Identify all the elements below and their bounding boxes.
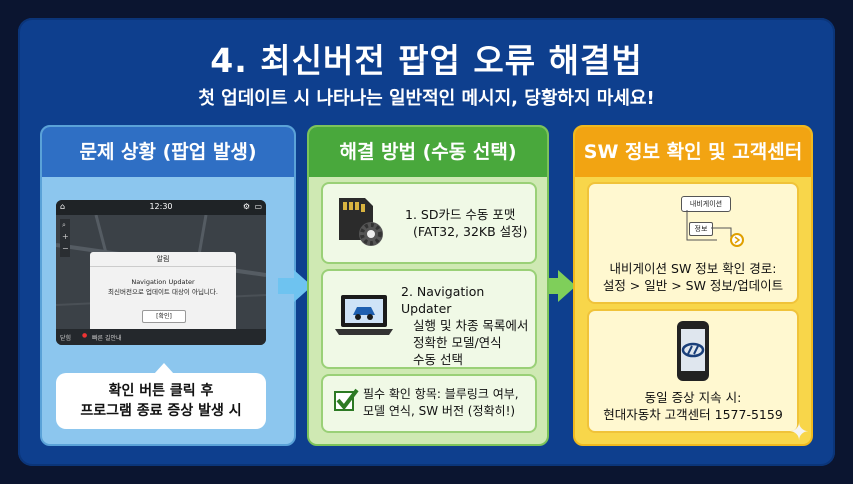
arrow-right-icon — [278, 270, 312, 302]
dialog-ok-button[interactable]: [확인] — [142, 310, 186, 323]
problem-callout: 확인 버튼 클릭 후 프로그램 종료 증상 발생 시 — [56, 363, 266, 429]
cs-line2: 현대자동차 고객센터 1577-5159 — [603, 407, 783, 422]
checkmark-icon — [334, 388, 359, 411]
route-icon: ● — [82, 332, 88, 339]
path-line2: 설정 > 일반 > SW 정보/업데이트 — [602, 278, 784, 293]
check-box: 필수 확인 항목: 블루링크 여부, 모델 연식, SW 버전 (정확히!) — [321, 374, 537, 433]
bottom-left-label: 닫힘 — [60, 335, 72, 342]
step2-line3: 정확한 모델/연식 — [413, 335, 502, 350]
sd-card-gear-icon — [339, 198, 383, 246]
step2-line1: 2. Navigation Updater — [401, 284, 485, 316]
page-title: 4. 최신버전 팝업 오류 해결법 — [210, 41, 643, 80]
laptop-car-icon — [335, 295, 393, 335]
phone-hyundai-icon — [677, 321, 709, 381]
diagram-label2: 정보 — [689, 222, 713, 236]
sw-info-column: SW 정보 확인 및 고객센터 내비게이션 정보 내비게이션 SW 정보 확인 … — [573, 125, 813, 446]
svg-text:⌕: ⌕ — [62, 221, 66, 229]
problem-heading: 문제 상황 (팝업 발생) — [42, 127, 294, 177]
svg-text:+: + — [62, 232, 69, 241]
check-line1: 필수 확인 항목: 블루링크 여부, — [363, 387, 519, 401]
map-area: ⌕ + − 알림 Navigation Updater 최신버전으로 업데이트 … — [56, 215, 266, 332]
step1-line2: (FAT32, 32KB 설정) — [413, 224, 528, 239]
step2-line4: 수동 선택 — [413, 352, 463, 367]
arrow-right-icon — [542, 270, 576, 302]
customer-center-box: 동일 증상 지속 시: 현대자동차 고객센터 1577-5159 — [587, 309, 799, 433]
check-line2: 모델 연식, SW 버전 (정확히!) — [363, 404, 516, 418]
page-subtitle: 첫 업데이트 시 나타나는 일반적인 메시지, 당황하지 마세요! — [198, 88, 655, 109]
sparkle-icon: ✦ — [789, 418, 810, 446]
solution-column: 해결 방법 (수동 선택) 1. SD카드 수동 포맷 (FAT32, 32KB… — [307, 125, 549, 446]
menu-diagram: 내비게이션 정보 — [681, 196, 761, 252]
settings-icon: ⚙ — [242, 202, 250, 211]
sw-info-heading: SW 정보 확인 및 고객센터 — [575, 127, 811, 177]
sw-path-box: 내비게이션 정보 내비게이션 SW 정보 확인 경로: 설정 > 일반 > SW… — [587, 182, 799, 304]
path-line1: 내비게이션 SW 정보 확인 경로: — [609, 261, 777, 276]
dialog-title: 알림 — [90, 252, 236, 267]
svg-text:−: − — [62, 244, 69, 253]
diagram-label1: 내비게이션 — [681, 196, 731, 212]
callout-line1: 확인 버튼 클릭 후 — [108, 383, 214, 399]
home-icon: ⌂ — [60, 202, 66, 211]
fullscreen-icon: ▭ — [254, 202, 262, 211]
dialog-line1: Navigation Updater — [131, 278, 195, 286]
step1-box: 1. SD카드 수동 포맷 (FAT32, 32KB 설정) — [321, 182, 537, 264]
step2-box: 2. Navigation Updater 실행 및 차종 목록에서 정확한 모… — [321, 269, 537, 369]
step2-line2: 실행 및 차종 목록에서 — [413, 318, 529, 333]
dialog-line2: 최신버전으로 업데이트 대상이 아닙니다. — [108, 288, 218, 296]
callout-line2: 프로그램 종료 증상 발생 시 — [80, 403, 242, 419]
step1-line1: 1. SD카드 수동 포맷 — [405, 207, 516, 222]
problem-column: 문제 상황 (팝업 발생) ⌂ 12:30 ⚙ ▭ ⌕ + − — [40, 125, 296, 446]
clock-label: 12:30 — [149, 202, 173, 211]
bottom-route-label: 빠른 길안내 — [92, 335, 122, 342]
cs-line1: 동일 증상 지속 시: — [644, 390, 742, 405]
diagram-connector-icon — [686, 210, 744, 247]
nav-screen: ⌂ 12:30 ⚙ ▭ ⌕ + − 알림 — [56, 200, 266, 345]
alert-dialog: 알림 Navigation Updater 최신버전으로 업데이트 대상이 아닙… — [90, 252, 236, 332]
solution-heading: 해결 방법 (수동 선택) — [309, 127, 547, 177]
